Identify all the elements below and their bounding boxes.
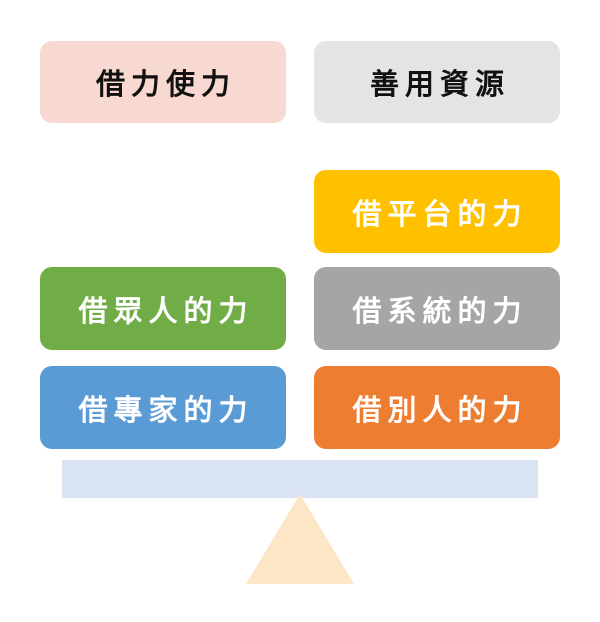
label-good-resources: 善用資源	[314, 41, 560, 123]
label-good-resources-text: 善用資源	[369, 67, 510, 101]
balance-beam	[62, 460, 538, 498]
block-crowd-text: 借眾人的力	[78, 293, 254, 328]
block-expert: 借專家的力	[40, 366, 286, 449]
block-others-text: 借別人的力	[352, 392, 528, 427]
block-system-text: 借系統的力	[352, 293, 528, 328]
block-system: 借系統的力	[314, 267, 560, 350]
fulcrum-triangle	[246, 494, 354, 584]
fulcrum-shape	[246, 494, 354, 584]
block-platform: 借平台的力	[314, 170, 560, 253]
block-crowd: 借眾人的力	[40, 267, 286, 350]
label-borrow-use: 借力使力	[40, 41, 286, 123]
label-borrow-use-text: 借力使力	[95, 67, 236, 101]
block-others: 借別人的力	[314, 366, 560, 449]
block-expert-text: 借專家的力	[78, 392, 254, 427]
block-platform-text: 借平台的力	[352, 196, 528, 231]
